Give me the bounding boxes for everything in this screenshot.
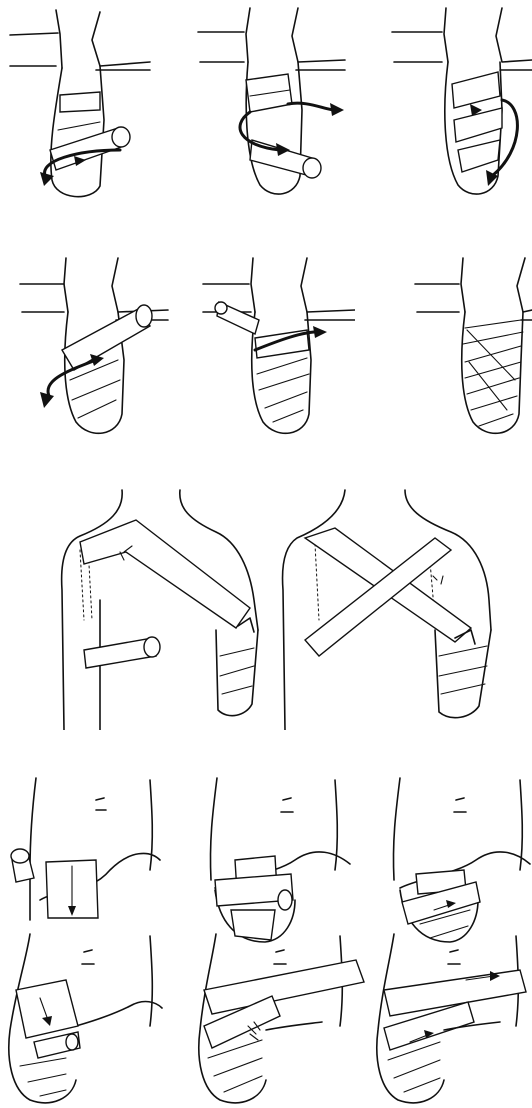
- stump-step-6-illustration: [375, 250, 532, 445]
- hip-spica-step-6-illustration: [370, 930, 532, 1108]
- shoulder-spica-left-illustration: [40, 480, 275, 730]
- stump-step-1-illustration: [0, 0, 170, 215]
- hip-spica-step-1-illustration: [0, 770, 175, 930]
- shoulder-spica-right-illustration: [275, 480, 532, 730]
- stump-step-4-illustration: [0, 250, 175, 445]
- hip-spica-step-4-illustration: [0, 930, 175, 1108]
- hip-spica-step-2-illustration: [175, 770, 360, 950]
- stump-step-5-illustration: [195, 250, 355, 445]
- hip-spica-step-5-illustration: [190, 930, 370, 1108]
- stump-step-2-illustration: [180, 0, 355, 215]
- hip-spica-step-3-illustration: [360, 770, 532, 950]
- stump-step-3-illustration: [362, 0, 532, 215]
